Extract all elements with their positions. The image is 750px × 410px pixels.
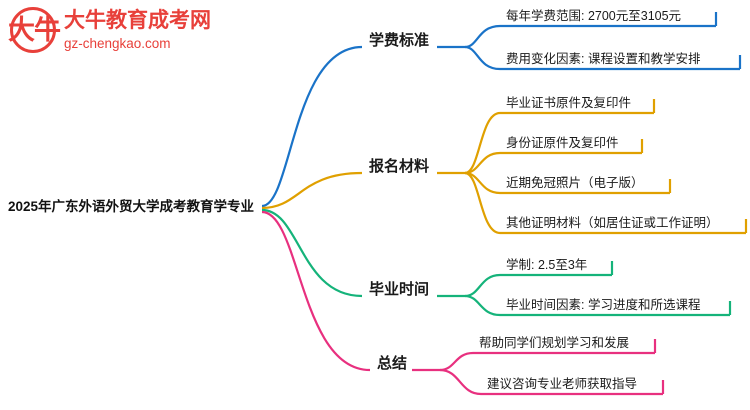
mindmap-root-node[interactable]: 2025年广东外语外贸大学成考教育学专业 (8, 199, 255, 214)
branch-node-summary[interactable]: 总结 (377, 355, 408, 372)
connector-graduation-child-2 (464, 294, 501, 317)
branch-node-tuition[interactable]: 学费标准 (369, 32, 430, 49)
connector-materials-child-1 (464, 111, 501, 175)
connector-graduation-child-1 (464, 273, 501, 298)
connector-tuition-child-2 (464, 45, 501, 71)
leaf-node-materials-2[interactable]: 身份证原件及复印件 (506, 136, 619, 150)
logo-title: 大牛教育成考网 (64, 9, 211, 32)
connector-summary-child-2 (439, 368, 482, 396)
logo-mark-icon: 大牛 (8, 6, 61, 58)
leaf-node-materials-3[interactable]: 近期免冠照片（电子版） (506, 176, 644, 190)
connector-root-tuition (261, 45, 363, 208)
connector-summary-child-1 (439, 351, 474, 372)
branch-node-graduation[interactable]: 毕业时间 (369, 281, 430, 298)
leaf-node-tuition-1[interactable]: 每年学费范围: 2700元至3105元 (506, 9, 682, 23)
logo-subtitle: gz-chengkao.com (64, 36, 171, 51)
connector-root-materials (261, 171, 363, 210)
leaf-node-summary-1[interactable]: 帮助同学们规划学习和发展 (479, 336, 630, 350)
leaf-node-summary-2[interactable]: 建议咨询专业老师获取指导 (487, 377, 638, 391)
leaf-node-materials-1[interactable]: 毕业证书原件及复印件 (506, 96, 632, 110)
leaf-node-materials-4[interactable]: 其他证明材料（如居住证或工作证明） (506, 216, 719, 230)
leaf-node-graduation-1[interactable]: 学制: 2.5至3年 (506, 258, 588, 272)
logo-glyph: 大牛 (8, 15, 61, 46)
leaf-node-tuition-2[interactable]: 费用变化因素: 课程设置和教学安排 (506, 52, 701, 66)
leaf-node-graduation-2[interactable]: 毕业时间因素: 学习进度和所选课程 (506, 298, 701, 312)
connector-root-graduation (261, 208, 363, 298)
connector-materials-child-4 (464, 171, 501, 235)
connector-tuition-child-1 (464, 24, 501, 49)
connector-root-summary (261, 210, 371, 372)
logo-ring-icon (10, 7, 56, 53)
logo-text: 大牛教育成考网 gz-chengkao.com (64, 8, 229, 54)
branch-node-materials[interactable]: 报名材料 (369, 158, 430, 175)
site-logo: 大牛 大牛教育成考网 gz-chengkao.com (8, 6, 226, 58)
